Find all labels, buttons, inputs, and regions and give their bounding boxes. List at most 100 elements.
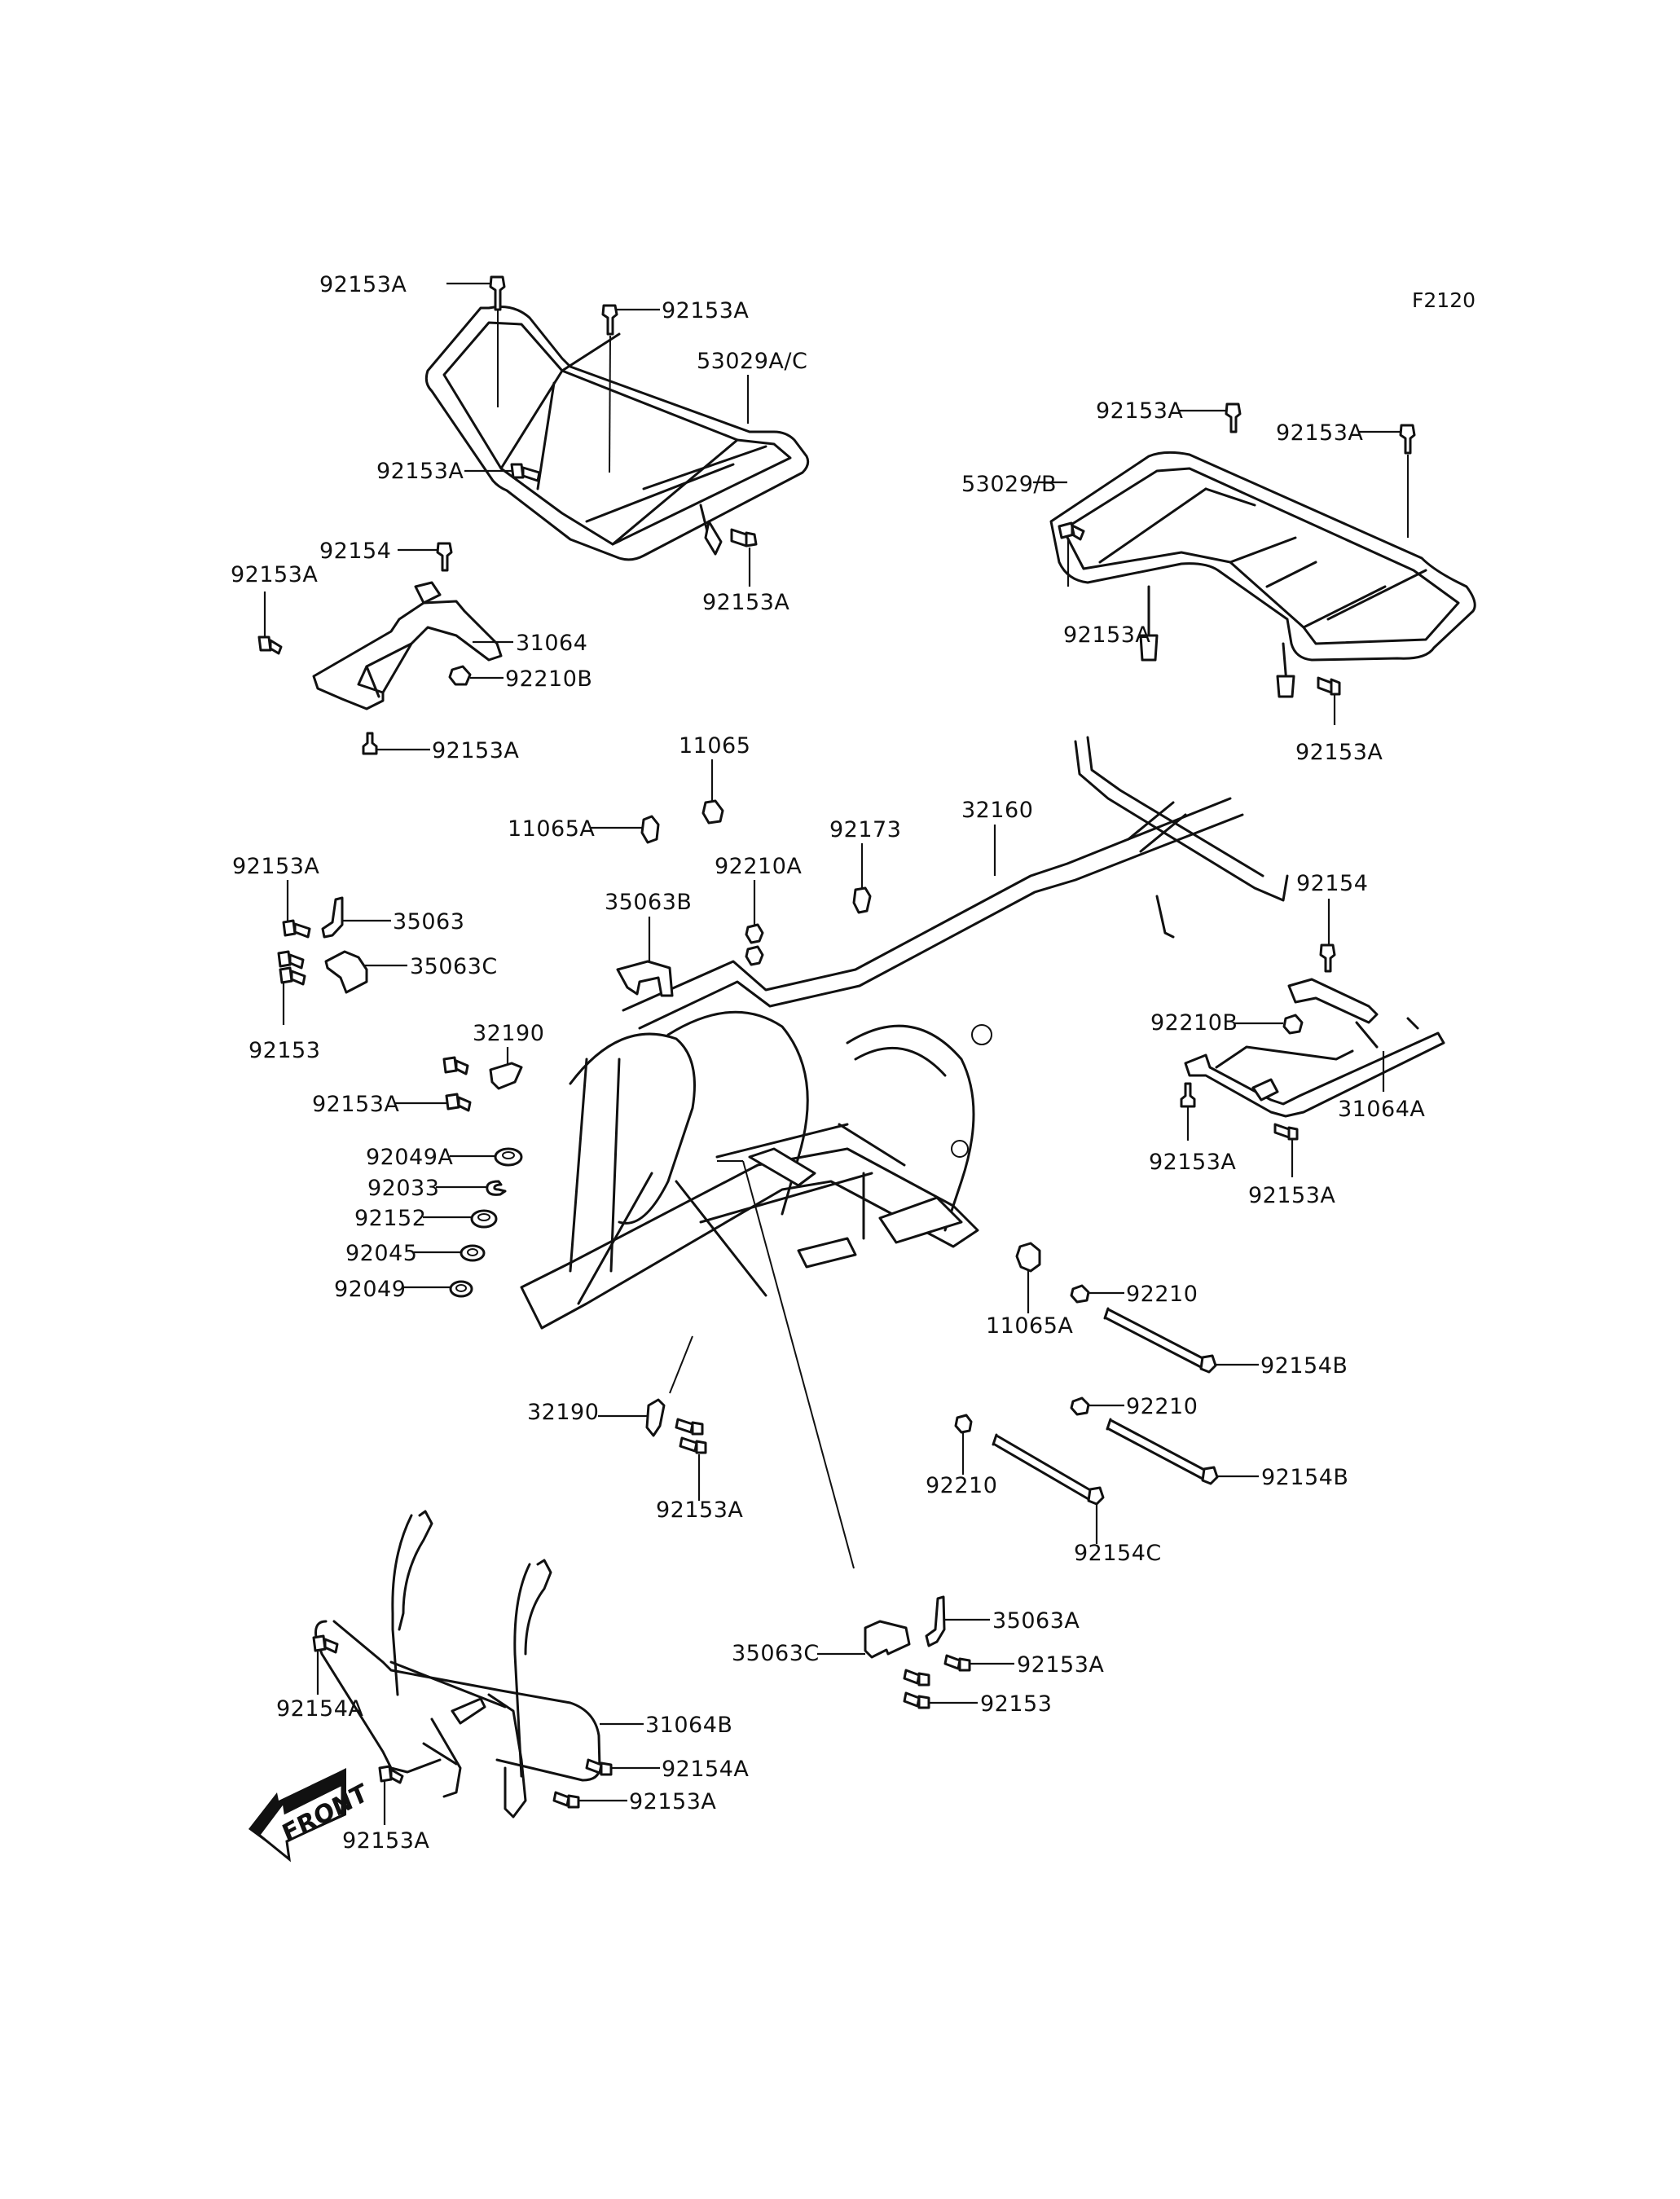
bolt-icon [1225,402,1242,433]
callout-label: 92049A [366,1145,453,1170]
bracket-icon [324,950,368,994]
bolt-icon [601,304,618,336]
callout-92153A-12: 92153A [312,1056,472,1117]
washer-icon [494,1147,523,1167]
bolt-icon [436,542,453,572]
nut-icon [448,665,472,686]
callout-label: 92153A [232,854,319,879]
callout-label: 92210 [926,1473,997,1498]
callout-label: 53029A/C [697,349,807,374]
callout-label: 92153A [342,1828,429,1854]
callout-35063: 35063 [321,896,464,939]
clamp-icon [701,799,724,825]
callout-label: 92153A [662,298,749,323]
callout-92153A-13: 92153A [1149,1082,1236,1175]
callout-label: 31064B [645,1713,732,1738]
bolt-icon [1317,676,1341,696]
callout-92045: 92045 [345,1241,486,1266]
bolt-icon [378,1765,404,1784]
callout-label: 92153A [376,459,464,484]
callout-92154-rear: 92154 [1296,871,1368,973]
washer-icon [460,1244,486,1262]
callout-92210B-rear: 92210B [1150,1010,1304,1036]
rear-bracket-31064A [1184,978,1445,1118]
bolt-icon [552,1791,580,1809]
callout-92153A-2: 92153A [601,298,749,473]
bolt-icon [445,1093,472,1112]
callout-92210-2: 92210 [1070,1394,1198,1419]
bolt-icon [1273,1123,1299,1141]
callout-92153A-10: 92153A [1295,676,1383,765]
clamp-icon [640,815,660,844]
callout-31064A: 31064A [1338,1051,1425,1122]
callout-label: 31064 [516,631,587,656]
bolt-icon [277,950,305,970]
front-bracket-31064 [312,581,503,710]
nut-icon [745,923,764,944]
bolt-icon [679,1436,707,1454]
callout-label: 92210 [1126,1394,1198,1419]
callout-label: 11065A [986,1313,1073,1339]
callout-92210-3: 92210 [926,1414,997,1498]
clip-icon [645,1398,666,1437]
callout-92154B-2: 92154B [1106,1418,1348,1490]
callout-92153A-15: 92153A [656,1418,743,1523]
callout-label: 92154 [1296,871,1368,896]
callout-92153-2: 92153 [903,1669,1052,1717]
callout-11065A-1: 11065A [508,815,660,844]
rear-carrier-rack [1049,451,1476,698]
bracket-icon [864,1620,911,1659]
callout-label: 92153A [1149,1150,1236,1175]
callout-32160: 32160 [961,798,1033,876]
callout-92049: 92049 [334,1277,473,1302]
callout-92153A-7: 92153A [1096,398,1242,433]
callout-label: 92154 [319,539,391,564]
bolt-icon [510,463,541,482]
callout-92154B-1: 92154B [1103,1307,1348,1379]
front-guard-31064B [314,1510,601,1819]
callout-label: 92153A [319,272,407,297]
callout-label: 92153A [432,738,519,763]
bolt-icon [1399,424,1416,455]
callout-label: 92153A [702,590,789,615]
callout-label: 32160 [961,798,1033,823]
callout-92033: 92033 [367,1176,507,1201]
bracket-icon [925,1595,946,1647]
callout-53029B: 53029/B [961,472,1067,497]
callout-label: 92153A [1096,398,1183,424]
clip-icon [486,1180,507,1196]
callout-label: 92210 [1126,1282,1198,1307]
nut-icon [745,945,764,966]
bolt-icon [489,275,506,311]
long-bolt-icon [1106,1418,1207,1480]
callout-92153-1: 92153 [248,950,320,1063]
callout-53029AC: 53029A/C [697,349,807,424]
callout-label: 53029/B [961,472,1057,497]
bolt-icon [362,732,378,755]
bolt-icon [257,636,283,655]
callout-35063C-1: 35063C [324,950,497,994]
callout-label: 35063 [393,909,464,935]
callout-label: 11065A [508,816,595,842]
callout-label: 35063C [732,1641,820,1666]
callout-35063A: 35063A [925,1595,1080,1647]
bolt-icon [312,1634,339,1654]
callout-11065: 11065 [679,733,750,825]
callout-92153A-4: 92153A [702,528,789,615]
callout-32190-1: 32190 [473,1021,544,1090]
bolt-icon [442,1056,469,1075]
callout-label: 92154A [662,1757,749,1782]
callout-92153A-8: 92153A [1276,420,1416,538]
callout-92153A-9: 92153A [1058,521,1150,648]
callout-92153A-6: 92153A [362,732,519,763]
callout-label: 32190 [473,1021,544,1046]
callout-92153A-16: 92153A [943,1652,1104,1678]
callout-92049A: 92049A [366,1145,523,1170]
nut-icon [1070,1284,1090,1304]
callout-label: 32190 [527,1400,599,1425]
washer-icon [449,1280,473,1298]
long-bolt-icon [992,1433,1093,1501]
callout-92153A-14: 92153A [1248,1123,1335,1208]
callout-35063C-2: 35063C [732,1620,911,1666]
bracket-icon [616,960,674,997]
